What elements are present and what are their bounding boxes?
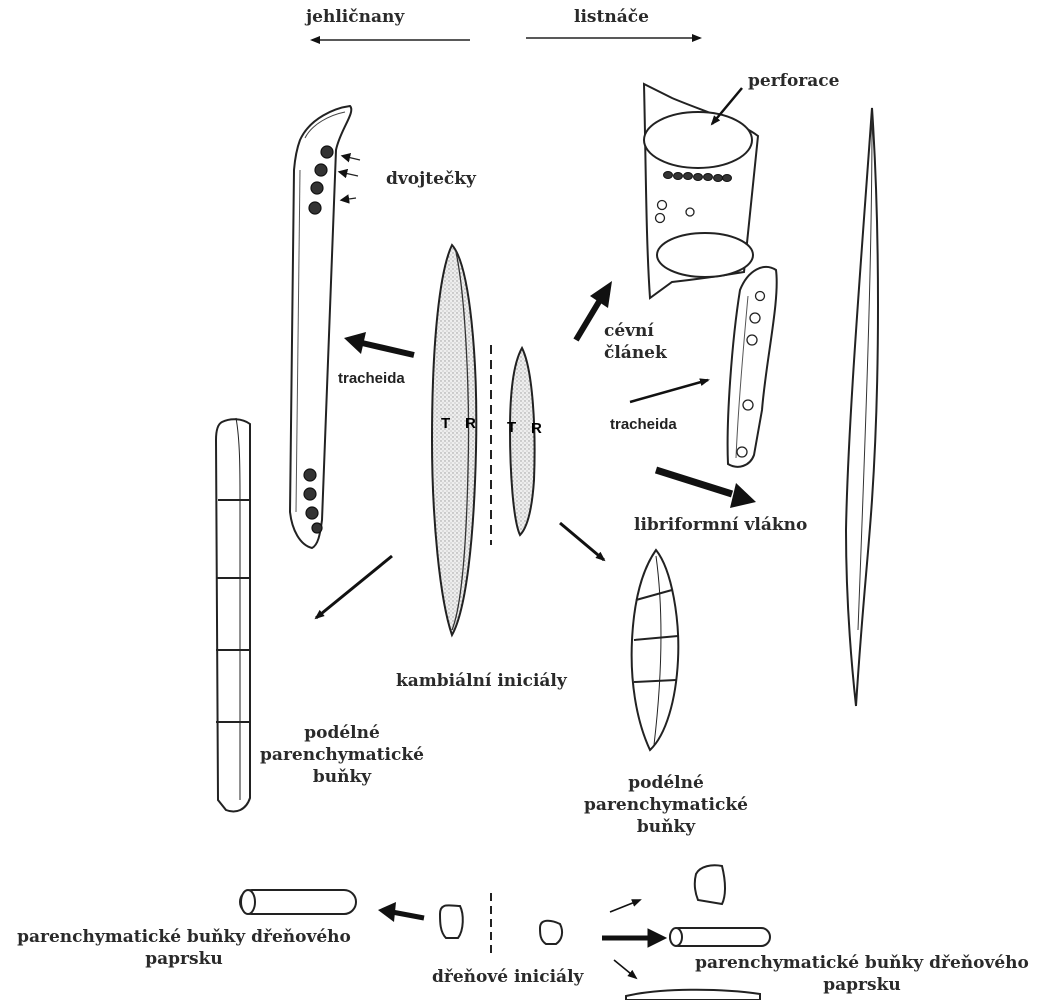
axial-parenchyma-right-line1: podélné <box>576 772 756 794</box>
broadleaf-header-label: listnáče <box>574 6 649 28</box>
ray-cell-upright <box>695 865 725 904</box>
vessel-perforation-top <box>644 112 752 168</box>
arrow-to-ray-cell-left <box>378 902 424 922</box>
small-r-letter: R <box>531 420 542 437</box>
axial-parenchyma-right-line2: parenchymatické <box>576 794 756 816</box>
conifer-tracheid-label: tracheida <box>338 368 405 390</box>
vessel-element-label: cévní článek <box>604 320 667 364</box>
ray-parenchyma-left-line1: parenchymatické buňky dřeňového <box>4 926 364 948</box>
ray-initial-right <box>540 921 562 944</box>
ray-parenchyma-right-line2: paprsku <box>684 974 1040 996</box>
axial-parenchyma-strand-left <box>216 418 250 812</box>
arrow-to-broadleaf-tracheid <box>630 380 708 402</box>
arrow-to-axial-parenchyma-right <box>560 523 604 560</box>
ray-cell-left <box>240 890 356 914</box>
axial-parenchyma-right-line3: buňky <box>576 816 756 838</box>
libriform-fiber <box>846 108 878 706</box>
arrow-to-axial-parenchyma-left <box>316 556 392 618</box>
small-t-letter: T <box>507 419 516 436</box>
perforation-label: perforace <box>748 70 839 92</box>
ray-arrows-right <box>602 900 666 978</box>
axial-parenchyma-strand-right <box>632 550 679 750</box>
arrow-to-conifer-tracheid <box>344 332 414 355</box>
fusiform-initial <box>432 245 476 635</box>
arrow-to-libriform-fiber <box>656 470 756 508</box>
broadleaf-tracheid-label: tracheida <box>610 414 677 436</box>
conifer-header-label: jehličnany <box>306 6 404 28</box>
vessel-element-label-line1: cévní <box>604 320 667 342</box>
ray-parenchyma-left-label: parenchymatické buňky dřeňového paprsku <box>4 926 364 970</box>
fusiform-r-letter: R <box>465 415 476 432</box>
vessel-element-label-line2: článek <box>604 342 667 364</box>
ray-parenchyma-right-label: parenchymatické buňky dřeňového paprsku <box>684 952 1040 996</box>
pit-pointer-arrows <box>340 156 360 200</box>
axial-parenchyma-right-label: podélné parenchymatické buňky <box>576 772 756 838</box>
cambial-initials-label: kambiální iniciály <box>396 670 567 692</box>
axial-parenchyma-left-line1: podélné <box>252 722 432 744</box>
ray-parenchyma-right-line1: parenchymatické buňky dřeňového <box>684 952 1040 974</box>
libriform-fiber-label: libriformní vlákno <box>634 514 807 536</box>
ray-parenchyma-left-line2: paprsku <box>4 948 364 970</box>
axial-parenchyma-left-label: podélné parenchymatické buňky <box>252 722 432 788</box>
axial-parenchyma-left-line3: buňky <box>252 766 432 788</box>
bordered-pits-label: dvojtečky <box>386 168 476 190</box>
ray-initial-left <box>440 905 463 938</box>
broadleaf-tracheid <box>728 267 777 467</box>
fusiform-t-letter: T <box>441 415 450 432</box>
vessel-perforation-bottom <box>657 233 753 277</box>
ray-initials-label: dřeňové iniciály <box>432 966 583 988</box>
vessel-element <box>644 84 758 298</box>
axial-parenchyma-left-line2: parenchymatické <box>252 744 432 766</box>
small-fusiform-initial <box>510 348 535 535</box>
ray-cell-procumbent <box>670 928 770 946</box>
